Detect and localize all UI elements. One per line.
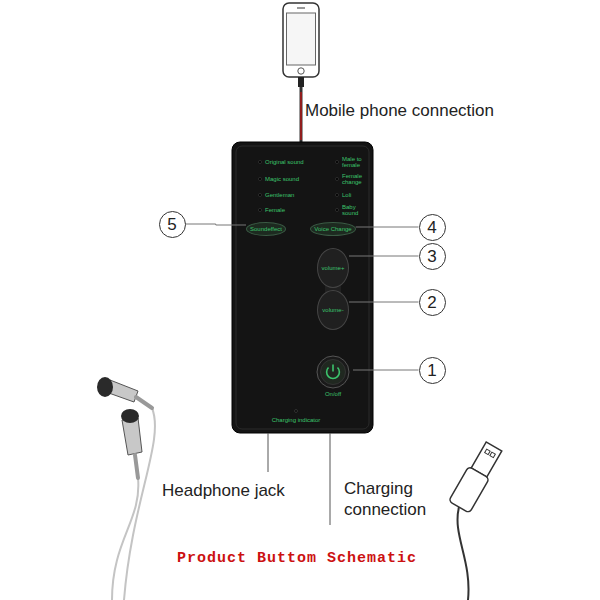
button-label: On/off <box>325 391 341 398</box>
device-body <box>232 142 373 433</box>
power-symbol <box>316 355 350 389</box>
phone-home-button <box>298 68 304 74</box>
leader-line <box>356 227 419 228</box>
earbud-stem <box>135 455 138 478</box>
callout-circle: 2 <box>419 289 446 316</box>
led-dot <box>258 160 261 163</box>
led-dot <box>258 193 261 196</box>
power-glyph <box>332 365 334 372</box>
push-button: Voice Change <box>310 222 355 236</box>
button-label: Voice Change <box>314 226 351 233</box>
push-button: Soundeffect <box>246 222 286 236</box>
part-label: Headphone jack <box>162 480 285 501</box>
leader-line <box>353 370 419 371</box>
mode-label: Baby sound <box>342 204 370 216</box>
mode-label: Original sound <box>265 159 304 165</box>
led-dot <box>335 177 338 180</box>
phone-screen <box>287 13 316 65</box>
volume-button: volume- <box>317 290 349 330</box>
voice-changer-body: Original soundMagic soundGentlemanFemale… <box>232 142 373 433</box>
phone-cable <box>300 87 303 142</box>
mode-label: Gentleman <box>265 192 294 198</box>
charging-led <box>295 410 298 413</box>
usb-cable <box>458 507 469 600</box>
phone-cable-highlight <box>300 92 301 140</box>
button-label: Soundeffect <box>250 226 282 233</box>
volume-button: volume+ <box>317 248 349 288</box>
earphone-cable <box>112 478 138 600</box>
mode-label: Female <box>265 207 285 213</box>
mode-label: Magic sound <box>265 176 299 182</box>
leader-line <box>349 256 419 257</box>
leader-line <box>330 433 331 525</box>
usb-plug <box>449 440 505 513</box>
phone-body <box>283 3 319 77</box>
usb-hole <box>485 449 490 454</box>
usb-hole <box>490 452 495 457</box>
button-label: volume- <box>322 307 343 314</box>
leader-line <box>268 433 269 472</box>
callout-number: 1 <box>427 361 436 380</box>
part-label: Mobile phone connection <box>305 100 494 121</box>
callout-number: 3 <box>427 247 436 266</box>
callout-circle: 4 <box>419 214 446 241</box>
leader-line <box>349 302 419 303</box>
phone-speaker <box>297 7 305 8</box>
earbud-body <box>122 418 142 455</box>
power-ring <box>317 356 349 388</box>
button-label: volume+ <box>322 265 345 272</box>
usb-housing <box>449 466 490 513</box>
mode-label: Loli <box>342 192 370 198</box>
power-face <box>321 360 346 385</box>
earbud-stem <box>136 397 152 408</box>
led-dot <box>335 193 338 196</box>
cable-plug <box>298 77 304 87</box>
earbud-tip <box>121 409 139 423</box>
mode-label: Male to female <box>342 156 370 168</box>
callout-number: 4 <box>427 218 436 237</box>
mode-label: Female change <box>342 173 370 185</box>
power-button: On/off <box>313 355 353 398</box>
callout-number: 5 <box>167 215 176 234</box>
led-dot <box>335 208 338 211</box>
led-dot <box>258 177 261 180</box>
led-dot <box>258 208 261 211</box>
led-dot <box>335 160 338 163</box>
mode-label: Charging indicator <box>272 417 321 423</box>
caption: Product Buttom Schematic <box>177 550 417 567</box>
part-label: Charging connection <box>344 478 459 520</box>
leader-line <box>186 224 247 225</box>
callout-circle: 3 <box>419 243 446 270</box>
callout-circle: 5 <box>159 211 186 238</box>
callout-number: 2 <box>427 293 436 312</box>
earbud-tip <box>97 377 113 397</box>
callout-circle: 1 <box>419 357 446 384</box>
device-bevel <box>236 146 369 429</box>
